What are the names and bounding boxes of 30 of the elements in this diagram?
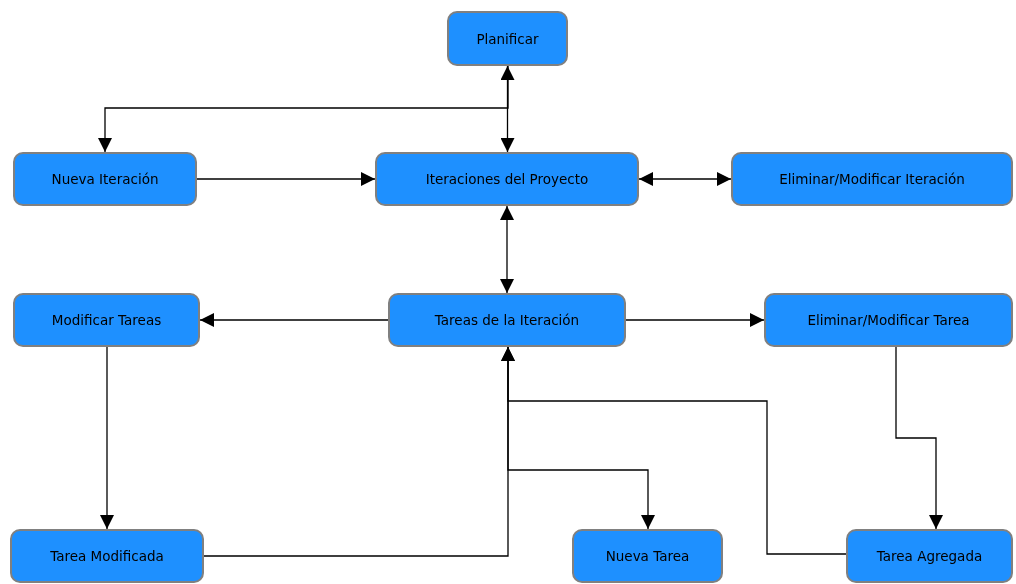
arrow: [638, 172, 732, 186]
process-box: [13, 293, 200, 347]
box-label: Eliminar/Modificar Iteración: [779, 171, 965, 187]
arrow: [199, 313, 389, 327]
process-box: [13, 152, 197, 206]
process-box: [447, 11, 568, 66]
process-box: [731, 152, 1013, 206]
process-box: [10, 529, 204, 583]
box-label: Nueva Tarea: [605, 548, 690, 564]
arrow: [196, 172, 376, 186]
box-label: Tarea Modificada: [50, 548, 164, 564]
arrow: [500, 205, 514, 294]
box-label: Eliminar/Modificar Tarea: [807, 312, 970, 328]
process-box: [572, 529, 723, 583]
process-box: [764, 293, 1013, 347]
box-label: Planificar: [476, 30, 539, 47]
box-label: Nueva Iteración: [51, 171, 159, 187]
arrow: [625, 313, 765, 327]
arrow: [501, 346, 847, 555]
box-label: Tareas de la Iteración: [434, 312, 580, 328]
arrow: [500, 65, 515, 153]
box-label: Tarea Agregada: [876, 548, 983, 564]
box-label: Iteraciones del Proyecto: [425, 171, 589, 187]
arrow: [100, 346, 114, 530]
arrow: [98, 65, 509, 153]
process-box: [846, 529, 1013, 583]
arrow: [895, 346, 943, 530]
box-label: Modificar Tareas: [51, 312, 162, 328]
process-box: [388, 293, 626, 347]
process-box: [375, 152, 639, 206]
